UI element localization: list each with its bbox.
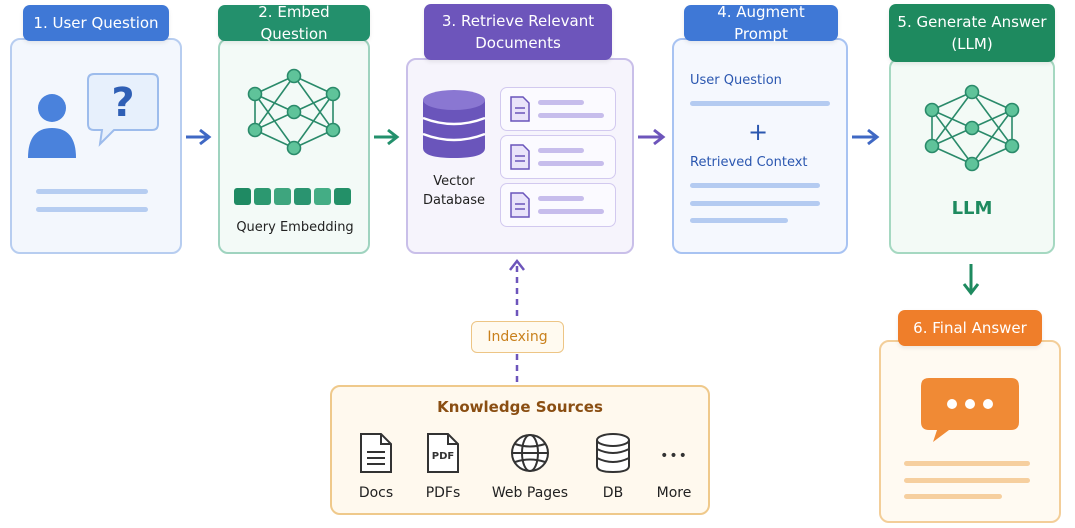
retrieve-title-line2: Documents [475, 34, 561, 52]
final-answer-title: 6. Final Answer [913, 319, 1027, 337]
arrow-right-icon [186, 128, 212, 146]
user-question-label: User Question [690, 73, 782, 88]
indexing-label: Indexing [487, 329, 548, 345]
vector-label-line2: Database [422, 193, 486, 208]
source-docs-label: Docs [358, 485, 394, 501]
retrieve-title-line1: 3. Retrieve Relevant [441, 12, 595, 30]
neural-network-icon [924, 84, 1020, 172]
source-pdfs-label: PDFs [425, 485, 461, 501]
vector-database-label: Vector Database [414, 172, 494, 210]
augment-prompt-header: 4. Augment Prompt [684, 3, 838, 43]
neural-network-icon [247, 68, 341, 156]
knowledge-sources-title: Knowledge Sources [437, 398, 603, 416]
pdf-icon [427, 433, 459, 473]
text-line [904, 494, 1002, 499]
user-question-title: 1. User Question [33, 14, 159, 32]
text-line [904, 478, 1030, 483]
globe-icon [511, 434, 549, 472]
arrow-right-icon [374, 128, 400, 146]
text-line [690, 201, 820, 206]
arrow-right-icon [852, 128, 880, 146]
document-icon [360, 433, 392, 473]
indexing-badge: Indexing [471, 321, 564, 353]
user-icon [28, 94, 76, 158]
document-icon [510, 192, 530, 218]
text-line [538, 209, 604, 214]
text-line [538, 196, 584, 201]
chat-bubble-icon [921, 378, 1019, 442]
embedding-cell [274, 188, 291, 205]
database-icon [422, 90, 486, 158]
final-answer-header: 6. Final Answer [898, 310, 1042, 346]
document-icon [510, 96, 530, 122]
text-line [36, 189, 148, 194]
embed-question-header: 2. Embed Question [218, 3, 370, 43]
retrieved-context-label: Retrieved Context [690, 155, 808, 170]
embedding-cell [334, 188, 351, 205]
embedding-cell [314, 188, 331, 205]
database-icon [596, 433, 630, 474]
embedding-cell [294, 188, 311, 205]
generate-title-line1: 5. Generate Answer [897, 13, 1047, 31]
embedding-cell [234, 188, 251, 205]
text-line [904, 461, 1030, 466]
pdf-badge-text: PDF [431, 451, 455, 462]
source-db-label: DB [602, 485, 624, 501]
text-line [538, 161, 604, 166]
arrow-right-icon [638, 128, 666, 146]
final-answer-card [879, 340, 1061, 523]
text-line [538, 100, 584, 105]
source-more-label: More [656, 485, 692, 501]
arrow-down-icon [962, 264, 980, 296]
generate-answer-header: 5. Generate Answer (LLM) [889, 4, 1055, 62]
generate-title-line2: (LLM) [951, 35, 993, 53]
plus-icon: + [747, 118, 769, 146]
text-line [690, 183, 820, 188]
question-bubble-icon [87, 73, 159, 147]
augment-prompt-title: 4. Augment Prompt [717, 3, 805, 43]
text-line [538, 148, 584, 153]
text-line [538, 113, 604, 118]
document-icon [510, 144, 530, 170]
user-question-header: 1. User Question [23, 5, 169, 41]
source-web-pages-label: Web Pages [491, 485, 569, 501]
text-line [690, 101, 830, 106]
retrieve-documents-header: 3. Retrieve Relevant Documents [424, 4, 612, 60]
text-line [36, 207, 148, 212]
llm-label: LLM [951, 198, 993, 219]
embed-question-title: 2. Embed Question [258, 3, 330, 43]
question-mark-glyph: ? [111, 80, 135, 126]
embedding-cell [254, 188, 271, 205]
vector-label-line1: Vector [433, 174, 475, 189]
more-icon: ••• [660, 448, 688, 464]
text-line [690, 218, 788, 223]
query-embedding-caption: Query Embedding [236, 220, 354, 235]
